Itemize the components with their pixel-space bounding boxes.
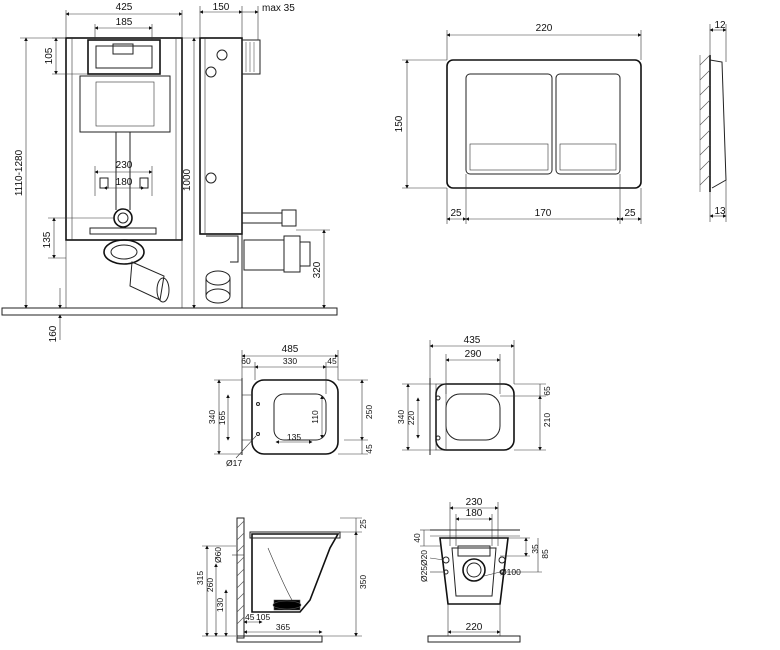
dim-seat-w2: 220 xyxy=(406,411,416,425)
dim-side-length: 365 xyxy=(276,622,290,632)
dim-plate-bottom-depth: 13 xyxy=(714,206,726,217)
dim-top-height: 105 xyxy=(44,47,55,64)
dim-plate-width: 220 xyxy=(536,23,553,34)
dim-side-height: 350 xyxy=(358,575,368,589)
dim-back-hole1: Ø20 xyxy=(419,550,429,566)
dim-plate-top-depth: 12 xyxy=(714,20,726,31)
dim-side-h1: 315 xyxy=(195,571,205,585)
dim-side-h3: 130 xyxy=(215,598,225,612)
dim-side-pipe: Ø60 xyxy=(213,547,223,563)
dim-seat-length: 435 xyxy=(464,335,481,346)
dim-bolt-spacing: 180 xyxy=(116,177,133,188)
dim-bowl-c: 45 xyxy=(327,356,337,366)
dim-bowl-a: 60 xyxy=(241,356,251,366)
dim-side-top: 25 xyxy=(358,519,368,529)
dim-outlet-height: 135 xyxy=(42,231,53,248)
dim-back-hole2: Ø25 xyxy=(419,566,429,582)
dim-bowl-d2: 45 xyxy=(364,444,374,454)
dim-max-offset: max 35 xyxy=(262,3,295,14)
dim-side-a: 45 xyxy=(245,612,255,622)
dim-pipe-height: 320 xyxy=(312,261,323,278)
seat-top-view: 435 290 340 220 65 210 xyxy=(396,335,552,455)
dim-bowl-w2: 165 xyxy=(217,411,227,425)
dim-back-a: 40 xyxy=(412,533,422,543)
dim-back-width: 220 xyxy=(466,622,483,633)
dim-plate-height: 150 xyxy=(394,115,405,132)
dim-seat-d1: 65 xyxy=(542,386,552,396)
plate-side-view: 12 13 xyxy=(699,20,727,222)
dim-side-depth: 150 xyxy=(213,2,230,13)
dim-bowl-width: 340 xyxy=(207,410,217,424)
dim-floor: 160 xyxy=(48,325,59,342)
bowl-back-view: 230 180 40 Ø20 Ø25 Ø100 35 85 220 xyxy=(412,497,550,643)
dim-total-height: 1110-1280 xyxy=(14,149,25,196)
dim-frame-height: 1000 xyxy=(182,168,193,191)
dim-side-b: 105 xyxy=(256,612,270,622)
dim-back-w2: 180 xyxy=(466,508,483,519)
bowl-side-view: Ø60 315 260 130 25 350 45 105 365 xyxy=(195,517,368,643)
dim-frame-width: 425 xyxy=(116,2,133,13)
frame-front-view: 425 185 105 1110-1280 230 180 135 1000 xyxy=(1,2,338,342)
dim-flush-spacing: 230 xyxy=(116,160,133,171)
dim-bowl-d1: 250 xyxy=(364,405,374,419)
dim-back-d1: 35 xyxy=(530,544,540,554)
dim-back-d2: 85 xyxy=(540,549,550,559)
dim-seat-inner: 290 xyxy=(465,349,482,360)
frame-side-view: 150 max 35 320 xyxy=(199,2,330,309)
dim-bowl-inner-h: 110 xyxy=(310,410,320,424)
dim-back-w1: 230 xyxy=(466,497,483,508)
dim-inner-width: 185 xyxy=(116,17,133,28)
dim-seat-width: 340 xyxy=(396,410,406,424)
floor-slab xyxy=(1,307,338,316)
dim-plate-left: 25 xyxy=(450,208,462,219)
flush-plate-view: 220 150 25 170 25 xyxy=(394,23,642,224)
bowl-top-view: 485 60 330 45 340 165 135 110 250 45 Ø17 xyxy=(207,344,374,468)
dim-seat-d2: 210 xyxy=(542,413,552,427)
dim-plate-middle: 170 xyxy=(535,208,552,219)
dim-plate-right: 25 xyxy=(624,208,636,219)
dim-side-h2: 260 xyxy=(205,578,215,592)
dim-bowl-hole: Ø17 xyxy=(226,458,242,468)
dim-bowl-inner-w: 135 xyxy=(287,432,301,442)
dim-bowl-b: 330 xyxy=(283,356,297,366)
dim-bowl-length: 485 xyxy=(282,344,299,355)
